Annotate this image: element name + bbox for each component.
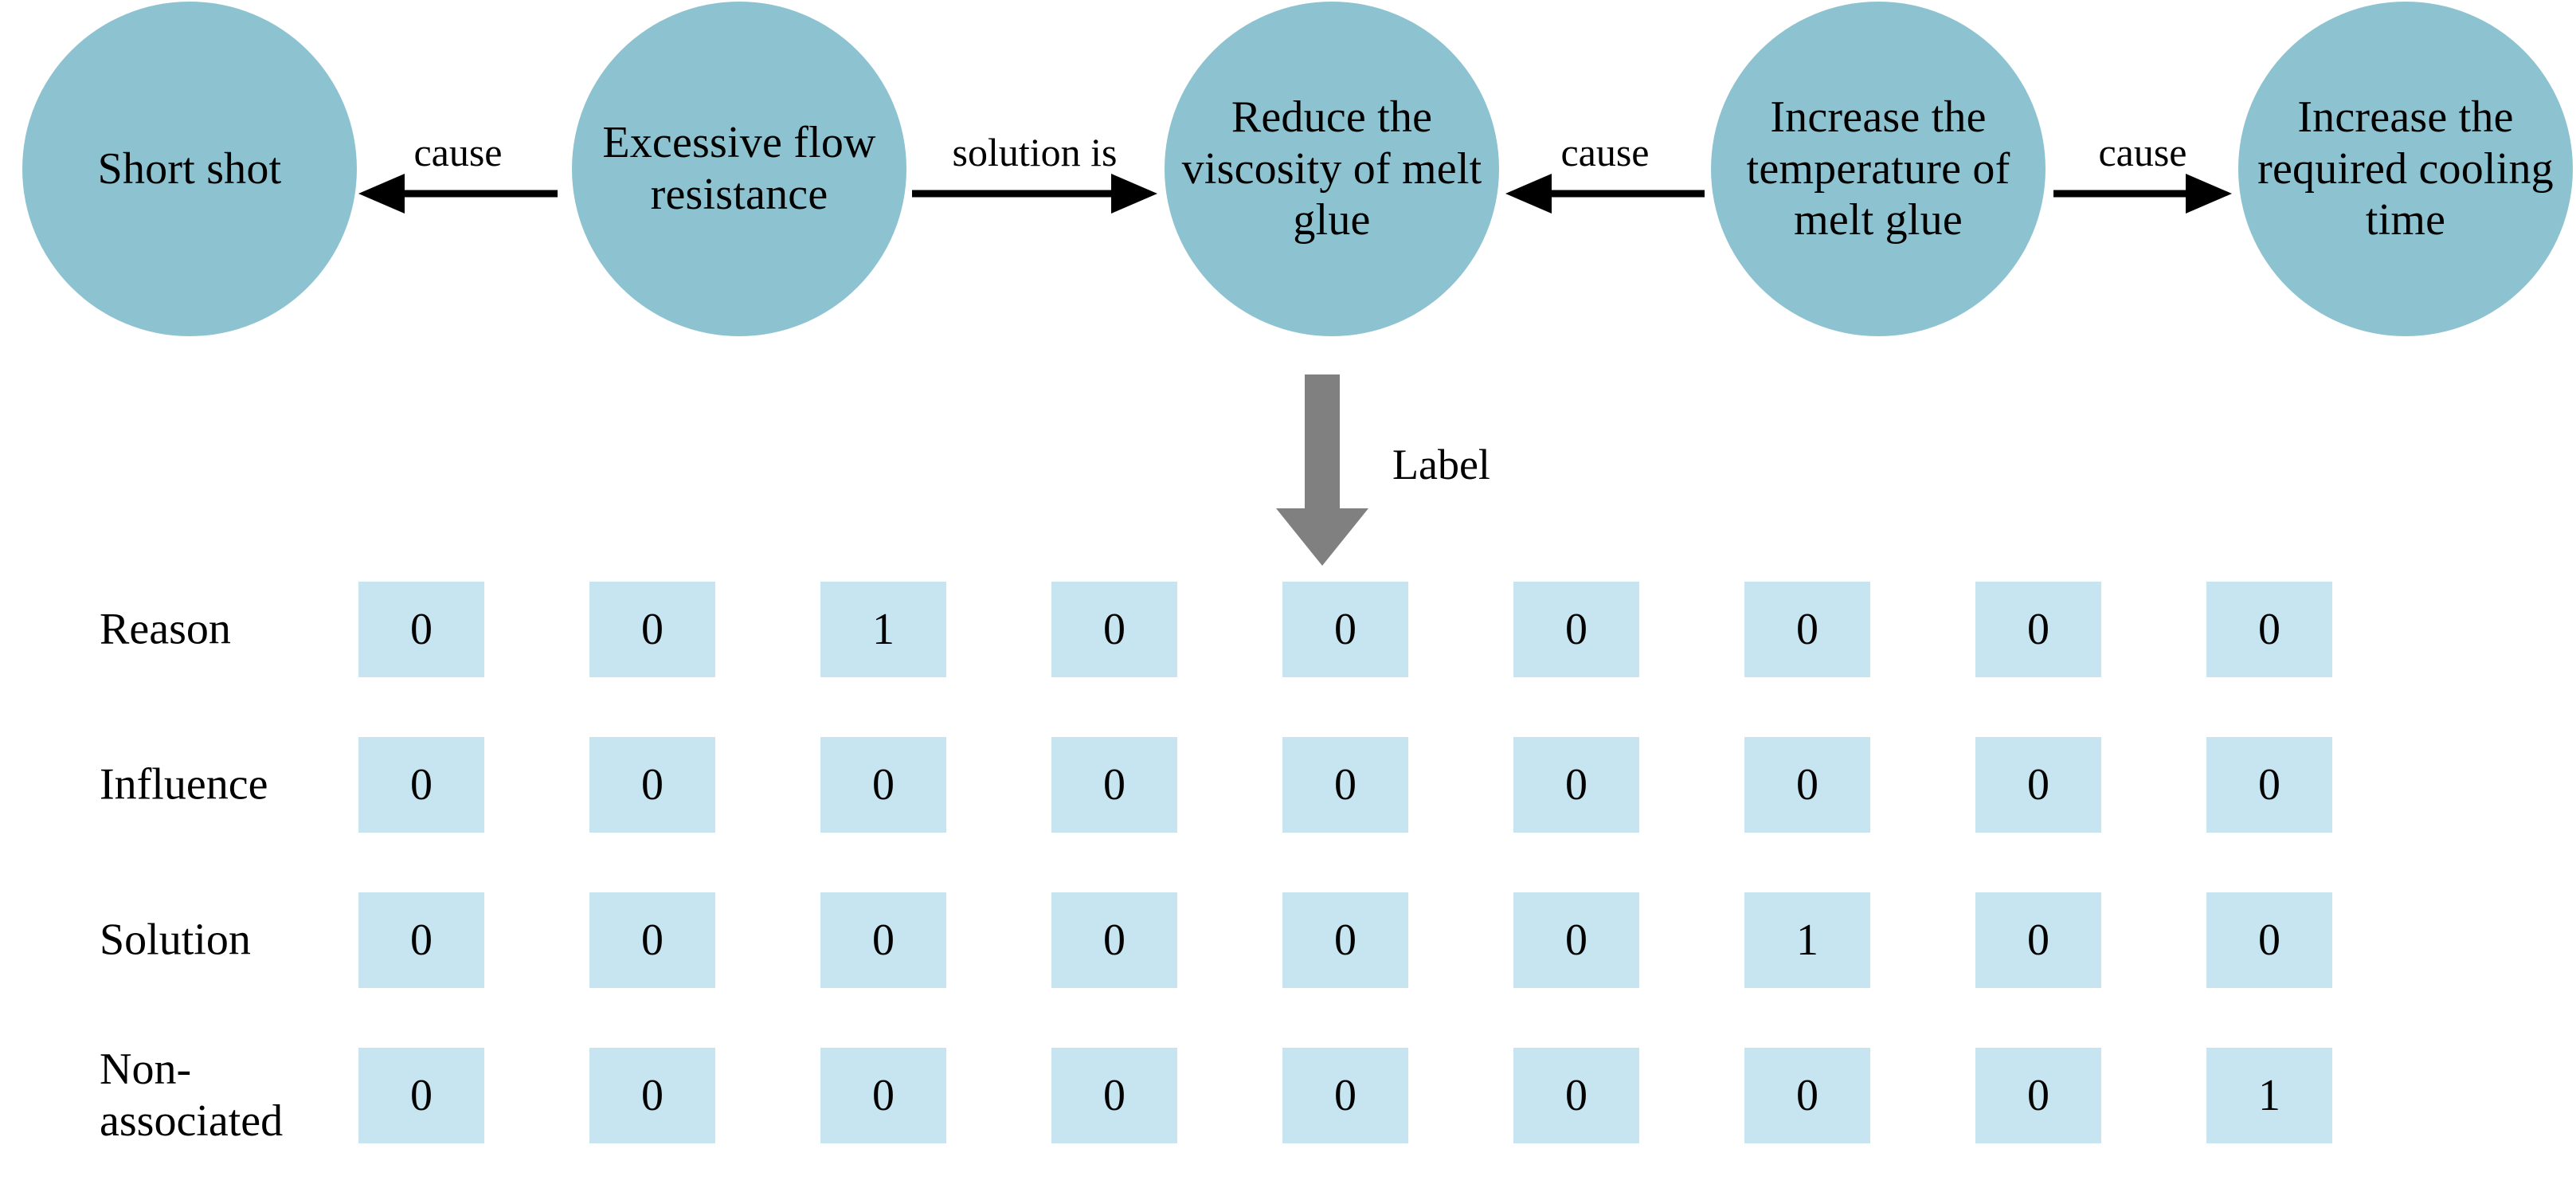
- matrix-cell-influence-6[interactable]: 0: [1513, 737, 1639, 833]
- graph-edge-label: solution is: [952, 130, 1118, 174]
- graph-node-label: Reduce the viscosity of melt glue: [1181, 92, 1482, 245]
- arrow-left-icon: [1505, 174, 1705, 214]
- matrix-cell-influence-2[interactable]: 0: [589, 737, 715, 833]
- graph-node-excessive-flow-resistance[interactable]: Excessive flow resistance: [572, 2, 906, 336]
- graph-node-reduce-viscosity-of-melt-glue[interactable]: Reduce the viscosity of melt glue: [1165, 2, 1499, 336]
- matrix-cell-non-associated-2[interactable]: 0: [589, 1048, 715, 1143]
- matrix-cell-solution-4[interactable]: 0: [1051, 892, 1177, 988]
- graph-edge-solution-is: solution is: [912, 130, 1157, 229]
- matrix-row-reason: Reason 0 0 1 0 0 0 0 0 0: [0, 582, 2576, 677]
- graph-node-increase-required-cooling-time[interactable]: Increase the required cooling time: [2238, 2, 2573, 336]
- matrix-cell-reason-9[interactable]: 0: [2206, 582, 2332, 677]
- matrix-cell-influence-9[interactable]: 0: [2206, 737, 2332, 833]
- matrix-cell-solution-8[interactable]: 0: [1975, 892, 2101, 988]
- matrix-cell-non-associated-5[interactable]: 0: [1282, 1048, 1408, 1143]
- matrix-cell-non-associated-3[interactable]: 0: [820, 1048, 946, 1143]
- matrix-cell-solution-5[interactable]: 0: [1282, 892, 1408, 988]
- matrix-cell-solution-3[interactable]: 0: [820, 892, 946, 988]
- matrix-cell-solution-6[interactable]: 0: [1513, 892, 1639, 988]
- matrix-row-solution: Solution 0 0 0 0 0 0 1 0 0: [0, 892, 2576, 988]
- matrix-cell-influence-5[interactable]: 0: [1282, 737, 1408, 833]
- graph-node-label: Excessive flow resistance: [602, 118, 876, 219]
- graph-node-short-shot[interactable]: Short shot: [22, 2, 357, 336]
- matrix-cell-non-associated-8[interactable]: 0: [1975, 1048, 2101, 1143]
- label-arrow-text: Label: [1392, 441, 1490, 488]
- matrix-cell-reason-1[interactable]: 0: [358, 582, 484, 677]
- matrix-cell-reason-8[interactable]: 0: [1975, 582, 2101, 677]
- matrix-row-label: Non- associated: [100, 1045, 284, 1146]
- matrix-row-non-associated: Non- associated 0 0 0 0 0 0 0 0 1: [0, 1045, 2576, 1146]
- graph-edge-cause-3: cause: [2053, 130, 2232, 229]
- matrix-cell-reason-2[interactable]: 0: [589, 582, 715, 677]
- matrix-cell-non-associated-4[interactable]: 0: [1051, 1048, 1177, 1143]
- graph-edge-cause-1: cause: [358, 130, 558, 229]
- graph-node-label: Short shot: [97, 143, 282, 194]
- graph-edge-cause-2: cause: [1505, 130, 1705, 229]
- matrix-cell-influence-1[interactable]: 0: [358, 737, 484, 833]
- arrow-down-icon: [1276, 374, 1368, 566]
- matrix-cell-solution-7[interactable]: 1: [1744, 892, 1870, 988]
- graph-edge-label: cause: [2098, 130, 2187, 174]
- matrix-row-label: Reason: [100, 604, 231, 654]
- matrix-cell-non-associated-1[interactable]: 0: [358, 1048, 484, 1143]
- matrix-row-label: Solution: [100, 915, 251, 965]
- matrix-row-influence: Influence 0 0 0 0 0 0 0 0 0: [0, 737, 2576, 833]
- matrix-cell-influence-4[interactable]: 0: [1051, 737, 1177, 833]
- matrix-cell-reason-3[interactable]: 1: [820, 582, 946, 677]
- graph-edge-label: cause: [413, 130, 503, 174]
- arrow-right-icon: [912, 174, 1157, 214]
- graph-node-increase-temperature-of-melt-glue[interactable]: Increase the temperature of melt glue: [1711, 2, 2046, 336]
- matrix-cell-solution-2[interactable]: 0: [589, 892, 715, 988]
- matrix-cell-influence-3[interactable]: 0: [820, 737, 946, 833]
- matrix-cell-solution-1[interactable]: 0: [358, 892, 484, 988]
- matrix-cell-reason-5[interactable]: 0: [1282, 582, 1408, 677]
- matrix-cell-influence-7[interactable]: 0: [1744, 737, 1870, 833]
- label-annotation: Label: [1274, 374, 1633, 566]
- arrow-left-icon: [358, 174, 558, 214]
- label-matrix: Reason 0 0 1 0 0 0 0 0 0 Influence 0 0 0 0 0 0 0 0 0 Sol…: [0, 570, 2576, 1183]
- relation-graph: Short shot Excessive flow resistance Red…: [0, 0, 2576, 359]
- matrix-cell-reason-4[interactable]: 0: [1051, 582, 1177, 677]
- matrix-cell-reason-7[interactable]: 0: [1744, 582, 1870, 677]
- matrix-cell-solution-9[interactable]: 0: [2206, 892, 2332, 988]
- matrix-row-label: Influence: [100, 759, 268, 810]
- matrix-cell-non-associated-9[interactable]: 1: [2206, 1048, 2332, 1143]
- matrix-cell-non-associated-6[interactable]: 0: [1513, 1048, 1639, 1143]
- matrix-cell-reason-6[interactable]: 0: [1513, 582, 1639, 677]
- graph-node-label: Increase the temperature of melt glue: [1746, 92, 2010, 245]
- graph-node-label: Increase the required cooling time: [2257, 92, 2554, 245]
- arrow-right-icon: [2053, 174, 2232, 214]
- matrix-cell-influence-8[interactable]: 0: [1975, 737, 2101, 833]
- matrix-cell-non-associated-7[interactable]: 0: [1744, 1048, 1870, 1143]
- graph-edge-label: cause: [1560, 130, 1650, 174]
